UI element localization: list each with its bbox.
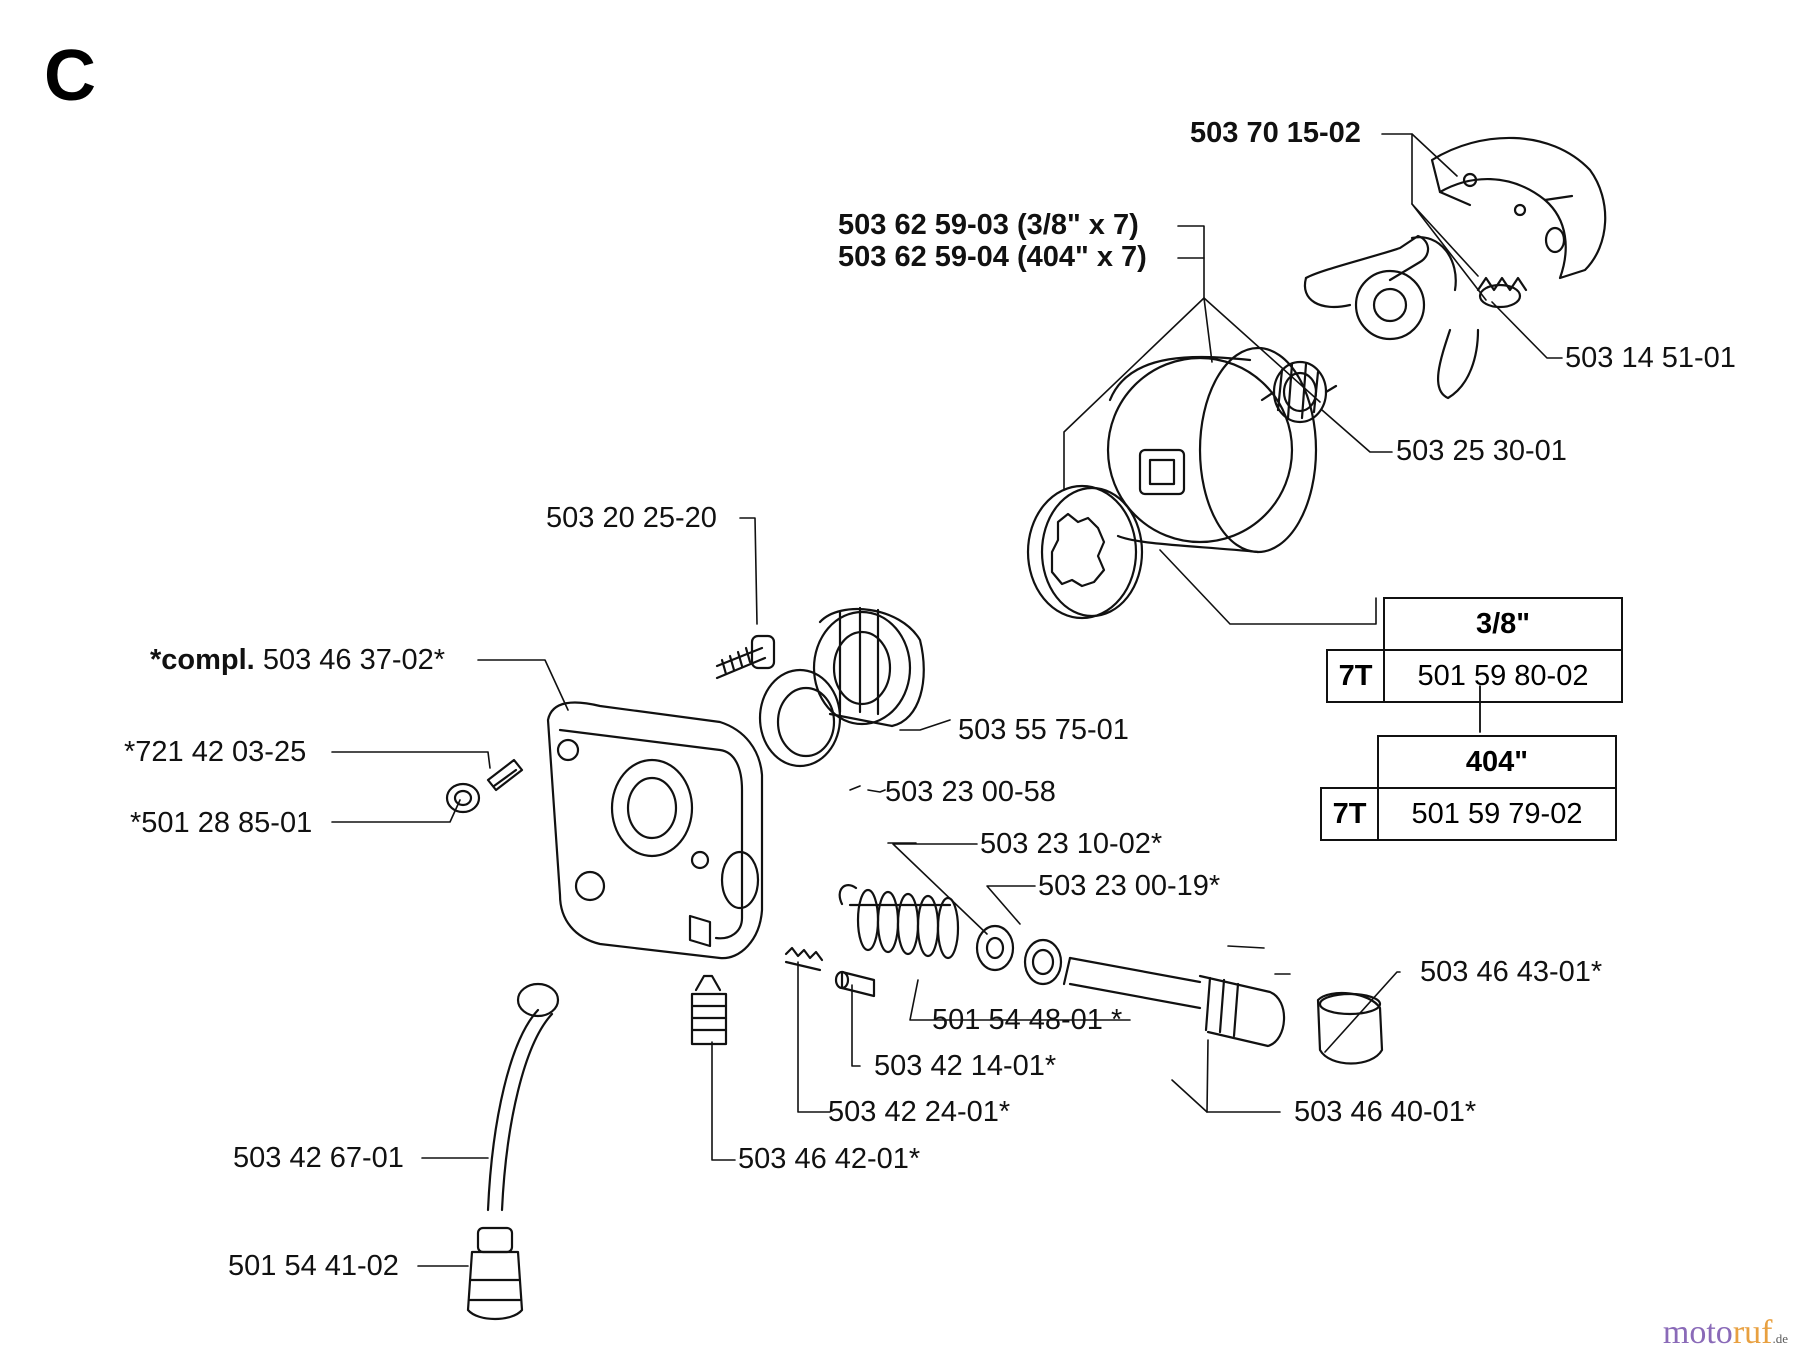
cap-part	[1316, 992, 1384, 1065]
callout-clutch-spring: 503 14 51-01	[1565, 342, 1736, 374]
washer-part	[758, 668, 842, 768]
callout-plunger: 503 42 14-01*	[874, 1050, 1057, 1082]
clutch-spring-part	[1476, 276, 1528, 309]
callout-hose: 503 42 67-01	[233, 1142, 404, 1174]
callout-pin: *721 42 03-25	[124, 736, 307, 768]
small-oring-part	[445, 782, 481, 814]
callout-washer-b: 503 23 10-02*	[980, 828, 1163, 860]
needle-bearing-part	[1260, 360, 1338, 424]
oring-b-part	[1023, 938, 1063, 986]
callout-worm-gear: 503 55 75-01	[958, 714, 1129, 746]
callout-small-spring: 503 42 24-01*	[828, 1096, 1011, 1128]
watermark-logo: motoruf.de	[1663, 1316, 1788, 1350]
oil-filter-part	[466, 1226, 524, 1320]
clutch-shoes-part	[1430, 136, 1607, 280]
callout-filter: 501 54 41-02	[228, 1250, 399, 1282]
callout-oring-b: 503 23 00-19*	[1038, 870, 1221, 902]
screw-part	[715, 634, 776, 680]
rim-table-38-teeth: 7T	[1326, 649, 1385, 703]
callout-spring: 501 54 48-01 *	[932, 1004, 1123, 1036]
callout-pump-shaft: 503 46 40-01*	[1294, 1096, 1477, 1128]
rim-table-38-part: 501 59 80-02	[1383, 649, 1623, 703]
pin-part	[486, 758, 524, 792]
section-letter: C	[44, 36, 96, 116]
rim-table-404-header: 404"	[1377, 735, 1617, 789]
callout-pump-compl-part: 503 46 37-02*	[262, 644, 446, 676]
rim-table-404-part: 501 59 79-02	[1377, 787, 1617, 841]
callout-pump-compl: *compl. 503 46 37-02*	[150, 646, 445, 675]
pump-spring-part	[838, 884, 960, 960]
washer-b-part	[975, 924, 1015, 972]
clutch-drum-part	[1106, 346, 1318, 554]
small-spring-part	[784, 946, 824, 972]
watermark-suffix: .de	[1772, 1331, 1788, 1346]
callout-screw: 503 20 25-20	[546, 502, 717, 534]
worm-gear-part	[812, 606, 925, 728]
nipple-part	[690, 974, 728, 1046]
callout-nipple: 503 46 42-01*	[738, 1143, 921, 1175]
rim-table-404-teeth: 7T	[1320, 787, 1379, 841]
callout-drum-404: 503 62 59-04 (404" x 7)	[838, 241, 1147, 273]
rim-table-404: 404" 7T 501 59 79-02	[1320, 735, 1617, 841]
watermark-main-a: moto	[1662, 1314, 1733, 1351]
watermark-main-b: ruf	[1732, 1314, 1773, 1351]
callout-drum-38: 503 62 59-03 (3/8" x 7)	[838, 209, 1139, 241]
callout-cap: 503 46 43-01*	[1420, 956, 1603, 988]
callout-washer: 503 23 00-58	[885, 776, 1056, 808]
pump-housing-part	[546, 701, 764, 960]
oil-hose-part	[486, 982, 560, 1212]
pump-shaft-part	[1062, 956, 1286, 1048]
callout-clutch-shoes: 503 70 15-02	[1190, 117, 1361, 149]
rim-sprocket-part	[1026, 484, 1144, 620]
callout-pump-compl-prefix: *compl.	[150, 644, 255, 676]
callout-oring-small: *501 28 85-01	[130, 807, 313, 839]
rim-table-38-header: 3/8"	[1383, 597, 1623, 651]
rim-table-38: 3/8" 7T 501 59 80-02	[1326, 597, 1623, 703]
clutch-hub-part	[1303, 234, 1480, 400]
callout-needle-bearing: 503 25 30-01	[1396, 435, 1567, 467]
plunger-part	[834, 970, 876, 998]
